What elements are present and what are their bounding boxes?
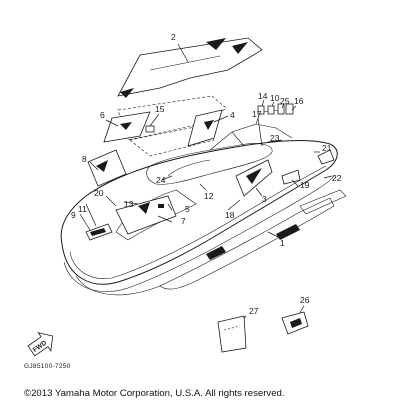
part-number-18: 18	[225, 210, 235, 220]
part-27-pad	[217, 315, 247, 353]
decal-6-graphic	[103, 111, 151, 143]
part-number-6: 6	[100, 110, 105, 120]
decal-2-graphic	[117, 37, 263, 98]
part-number-10: 10	[270, 93, 280, 103]
part-number-14: 14	[258, 91, 268, 101]
part-number-1: 1	[280, 238, 285, 248]
hull-body	[60, 140, 347, 296]
part-number-9: 9	[71, 210, 76, 220]
part-number-15: 15	[155, 104, 165, 114]
part-number-16: 16	[294, 96, 304, 106]
part-number-21: 21	[322, 143, 332, 153]
drawing-code: GJ85100-7250	[24, 363, 71, 370]
part-number-2: 2	[171, 32, 176, 42]
part-number-12: 12	[204, 191, 214, 201]
fwd-arrow-icon: FWD	[27, 332, 54, 357]
part-number-22: 22	[332, 173, 342, 183]
part-26-plate	[281, 311, 309, 335]
part-number-19: 19	[300, 180, 310, 190]
decal-4-graphic	[187, 109, 223, 147]
part-number-24: 24	[156, 175, 166, 185]
part-number-11: 11	[78, 204, 87, 214]
part-number-27: 27	[249, 306, 259, 316]
part-number-8: 8	[82, 154, 87, 164]
part-number-4: 4	[230, 110, 235, 120]
part-number-7: 7	[181, 216, 186, 226]
leader-lines	[79, 43, 333, 329]
decal-3-graphic	[235, 159, 273, 197]
part-number-labels: 2 15 4 6 14 10 25 16 17 23 21 22 19 8 24…	[71, 32, 342, 316]
decal-8-graphic	[87, 149, 127, 187]
part-number-26: 26	[300, 295, 310, 305]
part-number-3: 3	[262, 194, 267, 204]
decal-5-graphic	[115, 195, 177, 235]
nose-badge	[85, 223, 113, 241]
part-number-23: 23	[270, 133, 280, 143]
part-number-13: 13	[124, 199, 134, 209]
part-number-25: 25	[280, 96, 290, 106]
part-number-17: 17	[252, 109, 262, 119]
part-number-20: 20	[94, 188, 104, 198]
part-number-5: 5	[185, 204, 190, 214]
copyright-notice: ©2013 Yamaha Motor Corporation, U.S.A. A…	[24, 388, 285, 399]
